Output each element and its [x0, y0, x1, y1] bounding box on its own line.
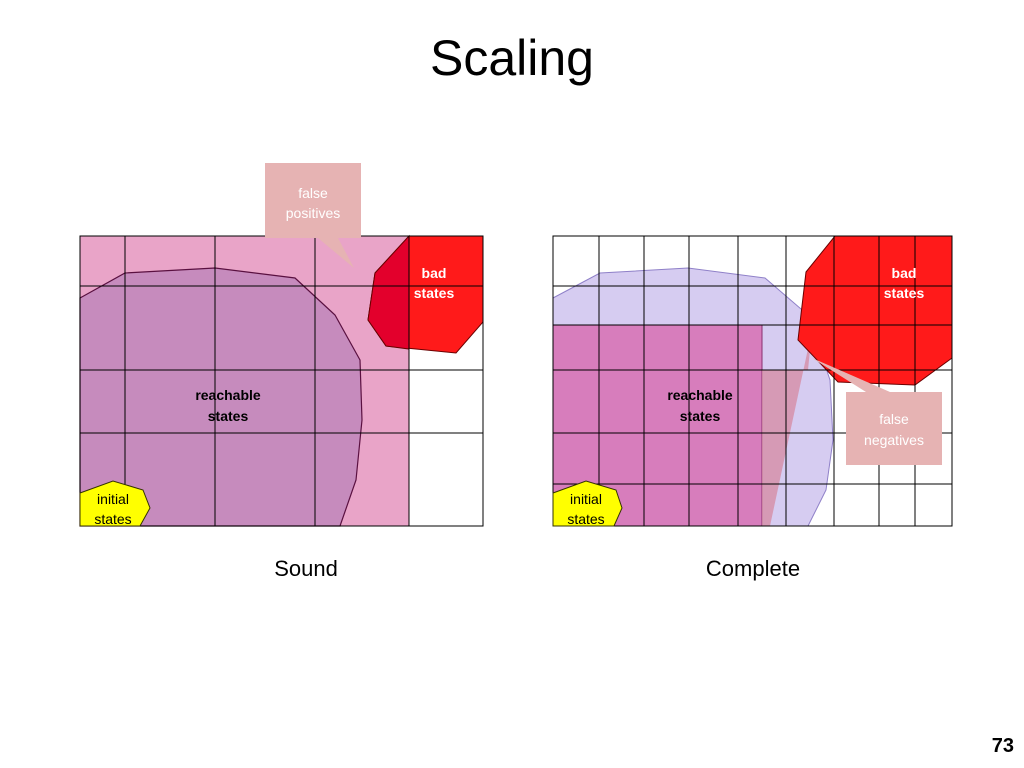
- left-reachable-label-2: states: [208, 408, 249, 424]
- sound-caption: Sound: [274, 556, 338, 581]
- right-callout-text-2: negatives: [864, 432, 924, 448]
- left-callout-text-2: positives: [286, 205, 340, 221]
- slide-title: Scaling: [430, 30, 594, 86]
- complete-panel: false negatives bad states reachable sta…: [552, 235, 953, 527]
- right-reachable-label-1: reachable: [667, 387, 733, 403]
- left-bad-label-1: bad: [422, 265, 447, 281]
- sound-panel: false positives bad states reachable sta…: [79, 163, 484, 527]
- left-callout-box: [265, 163, 361, 238]
- right-reachable-label-2: states: [680, 408, 721, 424]
- left-callout-text-1: false: [298, 185, 328, 201]
- left-bad-label-2: states: [414, 285, 455, 301]
- right-bad-label-2: states: [884, 285, 925, 301]
- left-initial-region: [79, 480, 151, 527]
- left-initial-label-1: initial: [97, 491, 129, 507]
- right-callout-box: [846, 392, 942, 465]
- right-initial-label-1: initial: [570, 491, 602, 507]
- page-number: 73: [991, 735, 1014, 757]
- right-initial-label-2: states: [567, 511, 604, 527]
- left-callout-pointer: [318, 238, 354, 268]
- complete-caption: Complete: [705, 556, 801, 581]
- right-callout-text-1: false: [879, 411, 909, 427]
- left-initial-label-2: states: [94, 511, 131, 527]
- right-grid-lines: [552, 235, 953, 527]
- right-false-negative-wedge: [762, 330, 812, 526]
- left-reachable-label-1: reachable: [195, 387, 261, 403]
- right-callout-pointer: [812, 358, 890, 392]
- right-bad-label-1: bad: [892, 265, 917, 281]
- right-initial-region: [552, 480, 623, 527]
